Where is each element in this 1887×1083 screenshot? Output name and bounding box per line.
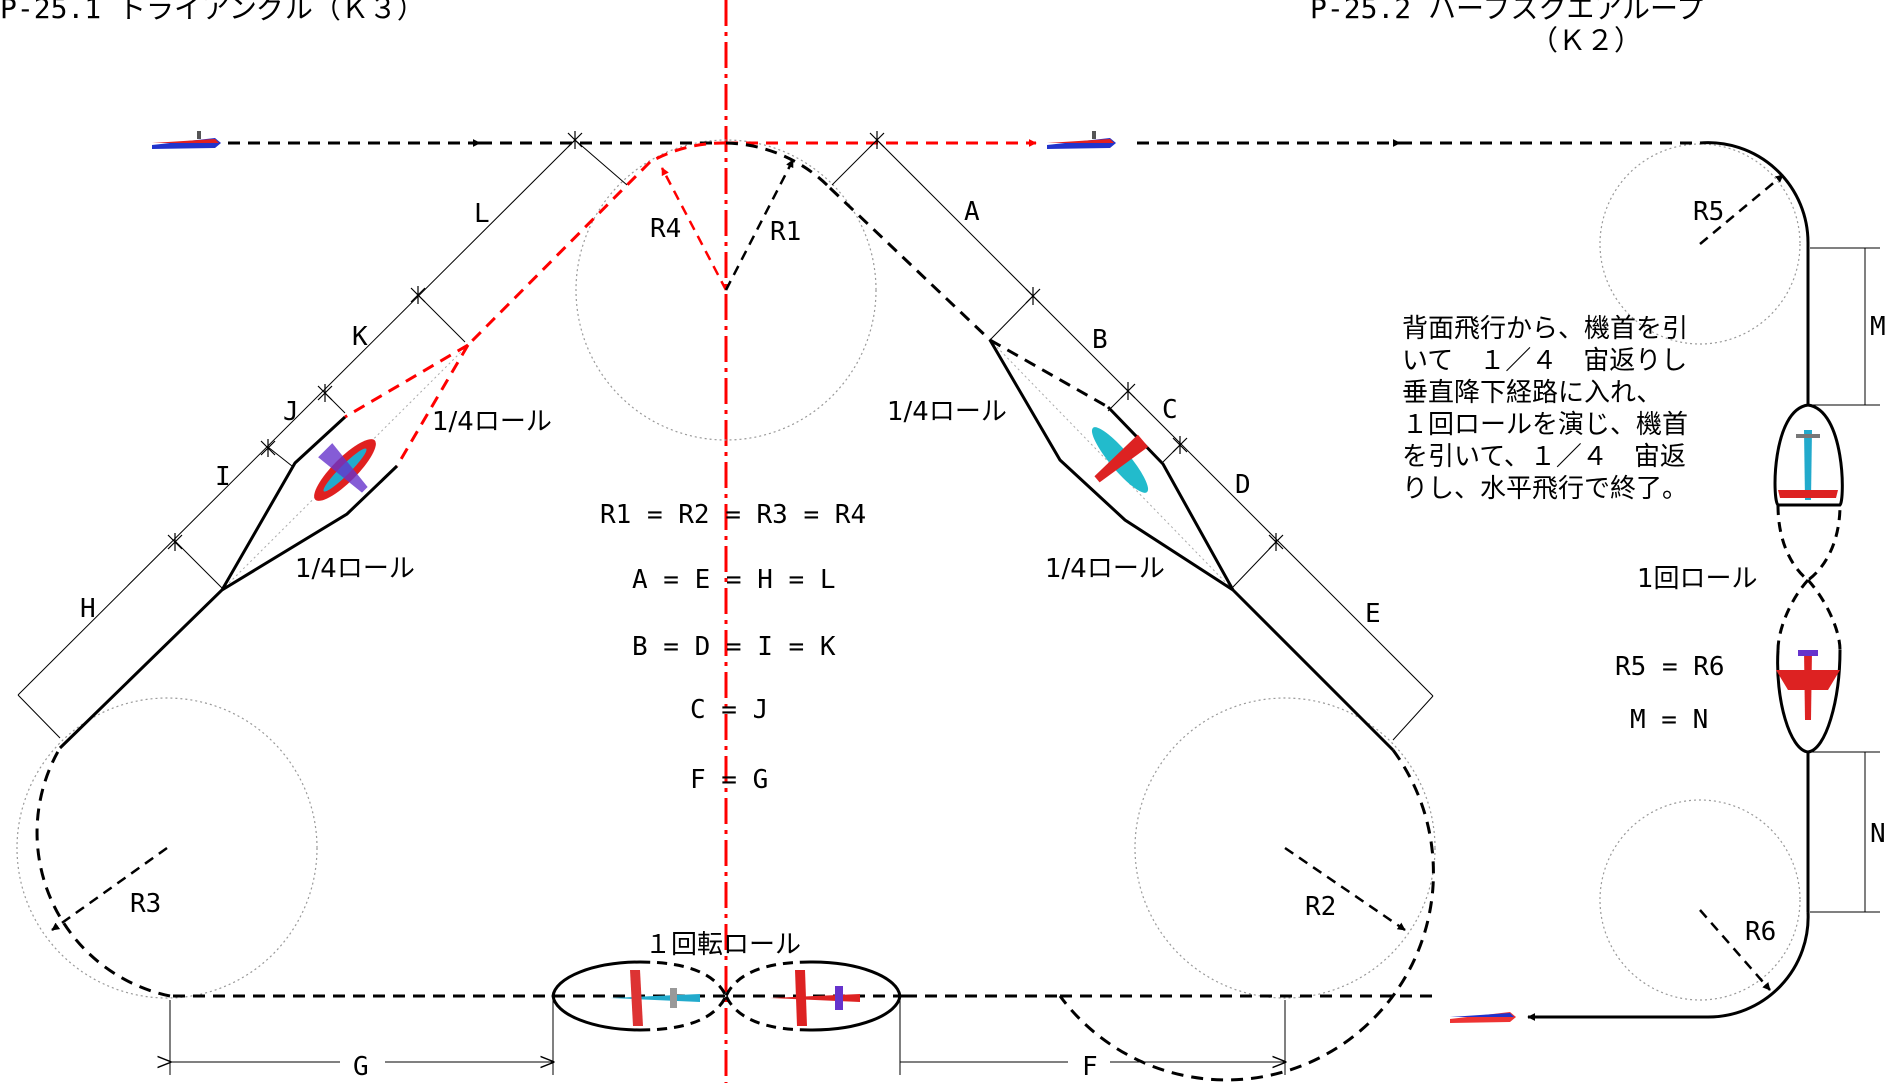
quarter-roll-left-upper: 1/4ロール [432, 407, 552, 437]
label-i: I [215, 462, 231, 492]
triangle-path [35, 141, 1435, 1082]
plane-entry-icon [152, 131, 221, 149]
quarter-roll-right-upper: 1/4ロール [887, 397, 1007, 427]
equation-6: R5 = R6 [1615, 652, 1725, 682]
circle-r6 [1599, 799, 1801, 1001]
title-left: P-25.1 トライアングル（Ｋ３） [0, 0, 425, 25]
equation-1: R1 = R2 = R3 = R4 [600, 500, 866, 530]
title-right-k: （Ｋ２） [1530, 24, 1642, 57]
label-b: B [1092, 325, 1108, 355]
bottom-roll [551, 960, 902, 1032]
dimension-labels: L K J I H A B C D E F G M N [80, 197, 1886, 1082]
roll-labels: 1/4ロール 1/4ロール 1/4ロール 1/4ロール １回転ロール 1回ロール [295, 397, 1758, 960]
label-g: G [353, 1052, 369, 1082]
dimension-lines-mn [1810, 247, 1880, 913]
label-r1: R1 [770, 217, 801, 247]
plane-left-roll-icon [314, 439, 376, 501]
dimension-lines-bottom [170, 1000, 1285, 1075]
construction-circles [16, 139, 1801, 1001]
plane-vertical-2-icon [1776, 650, 1840, 720]
label-c: C [1162, 395, 1178, 425]
plane-exit-icon [1450, 1012, 1516, 1023]
label-r4: R4 [650, 214, 681, 244]
plane-right-roll-icon [1091, 427, 1149, 493]
half-square-loop [1137, 139, 1844, 1021]
quarter-roll-left-lower: 1/4ロール [295, 554, 415, 584]
full-rotation-roll-label: １回転ロール [645, 930, 801, 960]
dimension-lines-right [831, 139, 1434, 741]
label-r3: R3 [130, 889, 161, 919]
label-k: K [352, 322, 368, 352]
label-l: L [474, 199, 490, 229]
circle-r2 [1134, 697, 1436, 999]
label-r2: R2 [1305, 892, 1336, 922]
label-h: H [80, 594, 96, 624]
label-r6: R6 [1745, 917, 1776, 947]
plane-bottom-1-icon [610, 970, 700, 1026]
title-right: P-25.2 ハーフスクエアループ [1310, 0, 1704, 25]
procedure-note: 背面飛行から、機首を引 いて １／４ 宙返りし 垂直降下経路に入れ、 １回ロール… [1402, 314, 1689, 504]
equation-4: C = J [690, 695, 768, 725]
label-r5: R5 [1693, 197, 1724, 227]
circle-r1-r4 [575, 139, 877, 441]
label-n: N [1870, 819, 1886, 849]
label-m: M [1870, 312, 1886, 342]
plane-mid-icon [1047, 131, 1116, 149]
roll-guide-lines [221, 339, 1234, 591]
label-j: J [283, 397, 299, 427]
equation-2: A = E = H = L [632, 565, 836, 595]
radius-labels: R1 R2 R3 R4 R5 R6 [130, 197, 1776, 947]
dimension-stars-right [869, 131, 1284, 551]
label-d: D [1235, 470, 1251, 500]
one-roll-label: 1回ロール [1637, 564, 1758, 594]
equation-5: F = G [690, 765, 768, 795]
plane-bottom-2-icon [770, 970, 860, 1026]
aircraft-icon [152, 131, 1840, 1026]
label-a: A [964, 197, 980, 227]
label-f: F [1082, 1052, 1098, 1082]
dimension-stars-left [167, 131, 583, 551]
circle-r3 [16, 697, 318, 999]
equation-3: B = D = I = K [632, 632, 836, 662]
plane-vertical-1-icon [1778, 430, 1838, 500]
circle-r5 [1599, 143, 1801, 345]
label-e: E [1365, 599, 1381, 629]
red-path [344, 141, 727, 467]
quarter-roll-right-lower: 1/4ロール [1045, 554, 1165, 584]
equation-7: M = N [1630, 705, 1708, 735]
radius-arrows [51, 159, 1784, 991]
equations: R1 = R2 = R3 = R4 A = E = H = L B = D = … [600, 500, 1725, 795]
